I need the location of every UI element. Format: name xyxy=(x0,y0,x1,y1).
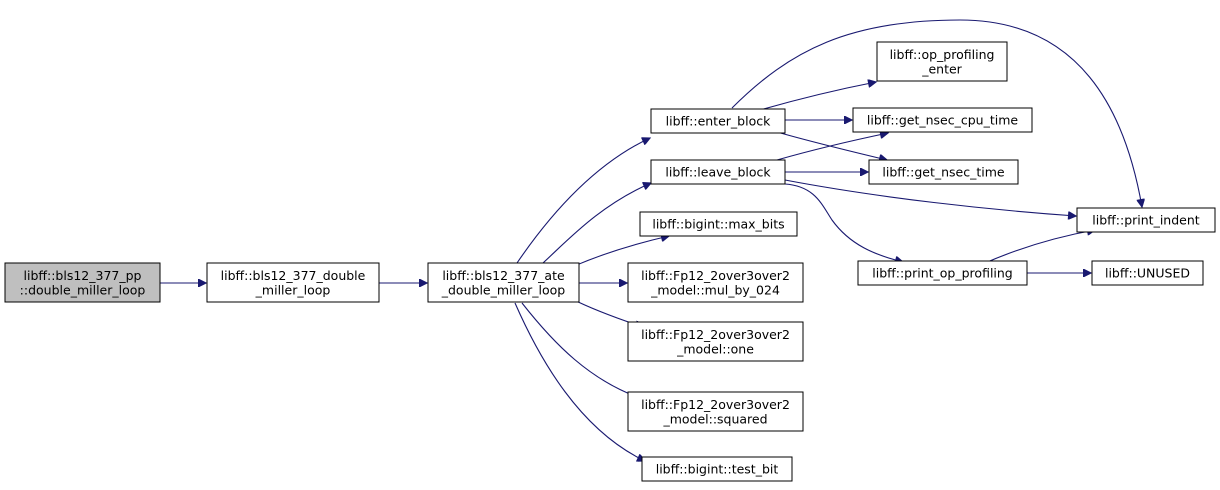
node-print-op-profiling[interactable]: libff::print_op_profiling xyxy=(857,260,1028,286)
edge-enter-block-to-print-indent xyxy=(731,19,1142,207)
edge-ate-double-to-leave-block xyxy=(542,183,651,264)
node-leave-block-label: libff::leave_block xyxy=(665,165,771,180)
node-mul-by-024[interactable]: libff::Fp12_2over3over2 _model::mul_by_0… xyxy=(627,262,804,303)
node-leave-block[interactable]: libff::leave_block xyxy=(650,159,786,185)
edge-ate-double-to-test-bit xyxy=(514,302,645,461)
node-double-miller[interactable]: libff::bls12_377_double _miller_loop xyxy=(206,262,380,303)
node-unused[interactable]: libff::UNUSED xyxy=(1091,260,1204,286)
edge-print-op-profiling-to-print-indent xyxy=(984,230,1095,264)
node-enter-block[interactable]: libff::enter_block xyxy=(650,108,786,134)
node-root[interactable]: libff::bls12_377_pp ::double_miller_loop xyxy=(4,262,161,303)
node-print-indent[interactable]: libff::print_indent xyxy=(1076,207,1216,233)
node-print-indent-label: libff::print_indent xyxy=(1092,213,1199,228)
node-max-bits[interactable]: libff::bigint::max_bits xyxy=(639,211,798,237)
node-mul-by-024-label-1: libff::Fp12_2over3over2 xyxy=(641,268,790,283)
node-unused-label: libff::UNUSED xyxy=(1105,266,1190,281)
node-get-nsec-time-label: libff::get_nsec_time xyxy=(882,165,1004,180)
node-print-op-profiling-label: libff::print_op_profiling xyxy=(872,266,1013,281)
node-enter-block-label: libff::enter_block xyxy=(666,114,771,129)
node-max-bits-label: libff::bigint::max_bits xyxy=(652,217,784,232)
node-get-nsec-cpu-time[interactable]: libff::get_nsec_cpu_time xyxy=(852,107,1033,133)
node-ate-double-label-1: libff::bls12_377_ate xyxy=(442,268,565,283)
node-op-profiling-enter[interactable]: libff::op_profiling _enter xyxy=(876,41,1008,82)
node-test-bit[interactable]: libff::bigint::test_bit xyxy=(641,456,793,482)
node-one[interactable]: libff::Fp12_2over3over2 _model::one xyxy=(627,321,804,362)
node-double-miller-label-2: _miller_loop xyxy=(255,283,331,298)
node-get-nsec-cpu-time-label: libff::get_nsec_cpu_time xyxy=(867,113,1018,128)
edge-ate-double-to-enter-block xyxy=(516,138,650,264)
edge-ate-double-to-squared xyxy=(521,302,640,398)
edge-enter-block-to-get-nsec-time xyxy=(776,131,887,160)
node-op-profiling-enter-label-1: libff::op_profiling xyxy=(890,47,995,62)
node-get-nsec-time[interactable]: libff::get_nsec_time xyxy=(868,159,1019,185)
node-root-label-1: libff::bls12_377_pp xyxy=(24,268,142,283)
node-double-miller-label-1: libff::bls12_377_double xyxy=(221,268,366,283)
node-squared-label-2: _model::squared xyxy=(662,412,767,427)
edge-leave-block-to-print-indent xyxy=(784,179,1076,216)
node-one-label-2: _model::one xyxy=(676,342,754,357)
node-op-profiling-enter-label-2: _enter xyxy=(921,62,962,77)
node-squared-label-1: libff::Fp12_2over3over2 xyxy=(641,397,790,412)
node-test-bit-label: libff::bigint::test_bit xyxy=(656,462,779,477)
edge-leave-block-to-print-op-profiling xyxy=(784,183,903,262)
node-ate-double[interactable]: libff::bls12_377_ate _double_miller_loop xyxy=(427,262,580,303)
edge-enter-block-to-op-profiling-enter xyxy=(759,82,876,111)
edge-leave-block-to-get-nsec-cpu-time xyxy=(776,133,888,161)
node-mul-by-024-label-2: _model::mul_by_024 xyxy=(650,283,780,298)
node-one-label-1: libff::Fp12_2over3over2 xyxy=(641,327,790,342)
node-squared[interactable]: libff::Fp12_2over3over2 _model::squared xyxy=(627,391,804,432)
node-root-label-2: ::double_miller_loop xyxy=(20,283,146,298)
node-ate-double-label-2: _double_miller_loop xyxy=(441,283,566,298)
edge-ate-double-to-max-bits xyxy=(571,236,669,268)
